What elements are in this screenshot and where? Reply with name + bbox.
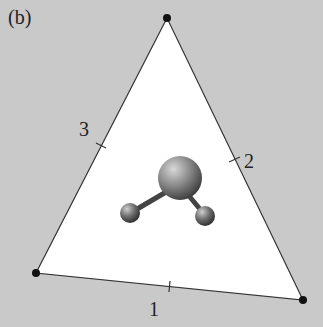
- tick-mark: [169, 281, 170, 292]
- triangle: [36, 18, 303, 300]
- oxygen-atom: [158, 156, 202, 200]
- vertex-dot: [163, 14, 171, 22]
- panel-label: (b): [8, 7, 31, 27]
- tick-mark: [96, 143, 106, 148]
- vertex-dot: [32, 269, 40, 277]
- water-molecule: [120, 156, 215, 226]
- edge-number: 2: [244, 151, 254, 171]
- edge-number: 3: [79, 119, 89, 139]
- edge-number: 1: [149, 299, 159, 319]
- hydrogen-atom: [120, 203, 140, 223]
- vertex-dot: [299, 296, 307, 304]
- tick-mark: [229, 157, 240, 162]
- hydrogen-atom: [195, 206, 215, 226]
